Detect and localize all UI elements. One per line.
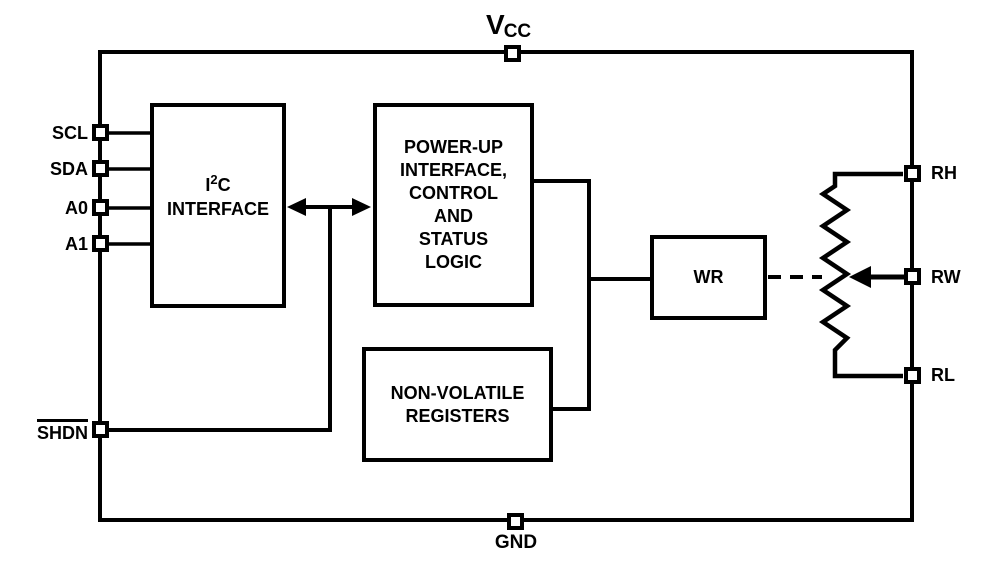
pin-label-shdn: SHDN — [0, 419, 88, 443]
pin-rl — [904, 367, 921, 384]
bidirectional-arrow — [287, 198, 371, 216]
pin-label-scl: SCL — [52, 123, 88, 143]
wire-left-pins — [104, 131, 152, 246]
pin-gnd — [507, 513, 524, 530]
pin-label-a1: A1 — [64, 234, 88, 254]
pin-label-vcc: VCC — [486, 9, 532, 43]
pin-label-a0: A0 — [64, 198, 88, 218]
pin-sda — [92, 160, 109, 177]
resistor-symbol — [818, 171, 903, 379]
pin-shdn — [92, 421, 109, 438]
pin-rh — [904, 165, 921, 182]
pin-vcc — [504, 45, 521, 62]
pin-label-rh: RH — [931, 163, 957, 183]
block-wiper-register: WR — [650, 235, 767, 320]
block-nonvolatile-registers: NON-VOLATILE REGISTERS — [362, 347, 553, 462]
wiper-arrow — [849, 266, 904, 288]
pin-label-sda: SDA — [49, 159, 88, 179]
pin-rw — [904, 268, 921, 285]
block-power-up-logic: POWER-UP INTERFACE, CONTROL AND STATUS L… — [373, 103, 534, 307]
wire-shdn-branch — [104, 207, 332, 432]
pin-a0 — [92, 199, 109, 216]
pin-label-gnd: GND — [494, 532, 538, 553]
i2c-symbol: I2C — [205, 172, 231, 195]
pin-scl — [92, 124, 109, 141]
pin-label-rw: RW — [931, 267, 961, 287]
wire-control-bus — [533, 179, 650, 411]
pin-a1 — [92, 235, 109, 252]
block-i2c-interface: I2C INTERFACE — [150, 103, 286, 308]
pin-label-rl: RL — [931, 365, 955, 385]
i2c-label: INTERFACE — [166, 199, 269, 219]
